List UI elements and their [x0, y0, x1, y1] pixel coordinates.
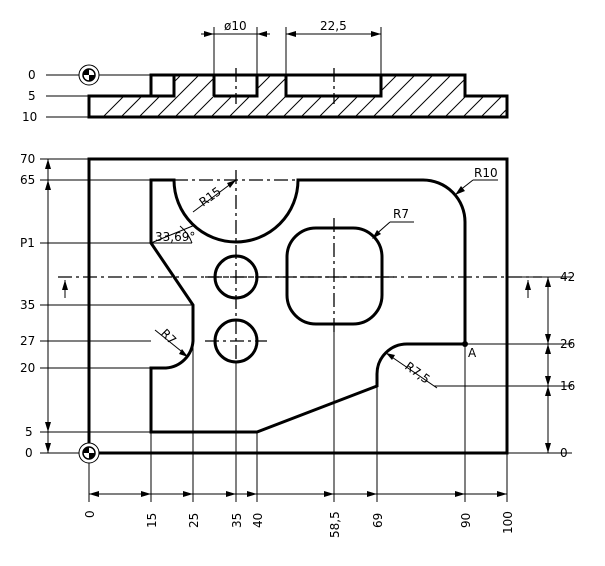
x-label-90: 90	[459, 513, 473, 528]
point-a-marker	[462, 341, 468, 347]
angle-label: 33,69°	[155, 230, 195, 244]
y-label-20: 20	[20, 361, 35, 375]
depth-label-10: 10	[22, 110, 37, 124]
pocket-contour	[149, 178, 467, 434]
slot-width-label: 22,5	[320, 19, 347, 33]
right-label-0: 0	[560, 446, 568, 460]
x-label-0: 0	[83, 510, 97, 518]
x-label-15: 15	[145, 513, 159, 528]
point-a-label: A	[468, 346, 477, 360]
left-dimensions: 70 65 P1 35 27 20 5 0	[20, 152, 193, 460]
x-label-35: 35	[230, 513, 244, 528]
top-dimensions: ø10 22,5	[201, 19, 382, 75]
y-label-65: 65	[20, 173, 35, 187]
pocket-outlines	[151, 75, 383, 98]
x-label-40: 40	[251, 513, 265, 528]
x-label-25: 25	[187, 513, 201, 528]
center-lines	[58, 170, 542, 362]
outer-plate	[87, 157, 509, 455]
section-outline	[87, 73, 509, 119]
front-view: 70 65 P1 35 27 20 5 0 42 26 16 0	[20, 152, 575, 538]
y-label-70: 70	[20, 152, 35, 166]
depth-label-0: 0	[28, 68, 36, 82]
x-label-69: 69	[371, 513, 385, 528]
x-label-58-5: 58,5	[328, 511, 342, 538]
r10-label: R10	[474, 166, 498, 180]
y-label-27: 27	[20, 334, 35, 348]
origin-symbol-top	[78, 64, 100, 86]
origin-symbol-front	[78, 442, 100, 464]
y-label-5: 5	[25, 425, 33, 439]
r7-notch-label: R7	[158, 326, 179, 347]
y-label-p1: P1	[20, 236, 35, 250]
section-view: ø10 22,5 0 5 10	[22, 19, 509, 124]
r7-pocket-label: R7	[393, 207, 409, 221]
y-label-0: 0	[25, 446, 33, 460]
y-label-35: 35	[20, 298, 35, 312]
x-label-100: 100	[501, 511, 515, 534]
bottom-dimensions: 0 15 25 35 40 58,5 69 90 100	[83, 324, 515, 538]
depth-label-5: 5	[28, 89, 36, 103]
hole-diameter-label: ø10	[224, 19, 247, 33]
right-label-42: 42	[560, 270, 575, 284]
right-label-16: 16	[560, 379, 575, 393]
right-label-26: 26	[560, 337, 575, 351]
r15-label: R15	[197, 184, 224, 209]
right-dimensions: 42 26 16 0	[434, 270, 575, 460]
section-markers	[62, 280, 531, 298]
